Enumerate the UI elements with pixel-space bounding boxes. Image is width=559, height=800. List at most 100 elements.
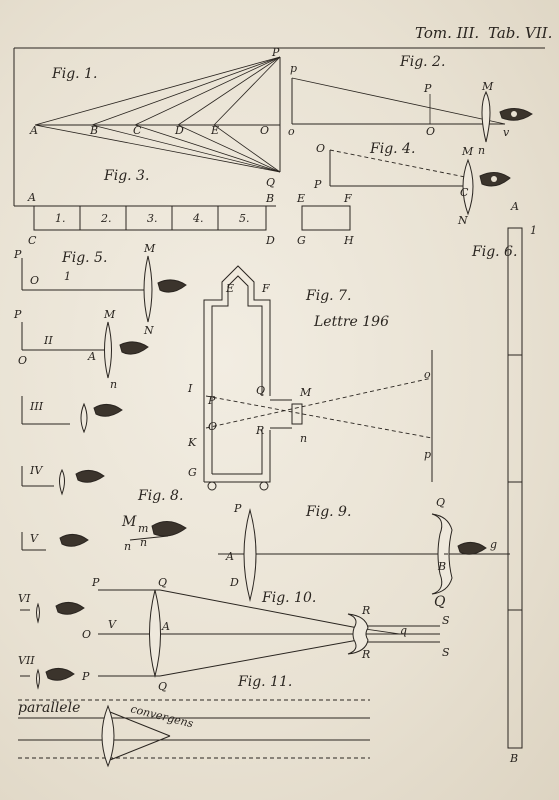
figure-8: Fig. 8. M m n n — [121, 488, 187, 553]
svg-text:o: o — [424, 368, 431, 381]
svg-text:Q: Q — [436, 496, 445, 509]
eye-icon — [55, 602, 85, 615]
figure-2: Fig. 2. p P M o O n v — [288, 54, 533, 157]
svg-text:q: q — [400, 624, 407, 637]
svg-text:B: B — [89, 124, 98, 137]
svg-text:M: M — [299, 386, 312, 399]
eye-icon — [157, 279, 187, 293]
figure-10: Fig. 10. Fig. 11. P Q O V A P Q R R q S … — [81, 576, 450, 693]
svg-text:O: O — [82, 628, 91, 641]
svg-text:S: S — [442, 646, 450, 659]
svg-text:M: M — [461, 145, 474, 158]
eye-icon — [457, 542, 487, 555]
fig2-title: Fig. 2. — [399, 54, 445, 70]
figure-VII: VII — [18, 654, 75, 690]
svg-text:C: C — [460, 186, 469, 199]
svg-text:K: K — [187, 436, 197, 449]
figure-VI: VI — [18, 592, 85, 624]
svg-text:II: II — [43, 334, 53, 347]
figure-III: III — [21, 396, 123, 434]
fig11-title: Fig. 11. — [237, 674, 292, 690]
svg-text:1.: 1. — [55, 212, 66, 225]
fig8-title: Fig. 8. — [137, 488, 183, 504]
svg-text:R: R — [361, 648, 370, 661]
svg-text:2.: 2. — [100, 212, 112, 225]
svg-text:p: p — [424, 448, 431, 461]
svg-text:Q: Q — [266, 176, 275, 189]
svg-text:m: m — [138, 522, 148, 535]
svg-text:n: n — [124, 540, 131, 553]
svg-text:P: P — [207, 394, 216, 407]
svg-text:V: V — [30, 532, 39, 545]
figure-bottom: parallele convergens — [18, 699, 370, 768]
figure-5: Fig. 5. P O 1 M N — [13, 242, 187, 337]
svg-text:M: M — [143, 242, 156, 255]
svg-text:p: p — [290, 62, 297, 75]
eye-icon — [151, 521, 187, 537]
fig9-title: Fig. 9. — [305, 504, 351, 520]
figure-1: Fig. 1. A B C D E O P Q — [29, 46, 281, 189]
svg-text:B: B — [509, 752, 518, 765]
svg-text:I: I — [187, 382, 193, 395]
svg-text:A: A — [225, 550, 234, 563]
svg-text:R: R — [255, 424, 264, 437]
fig1-title: Fig. 1. — [51, 66, 97, 82]
svg-text:4.: 4. — [192, 212, 204, 225]
svg-text:E: E — [210, 124, 219, 137]
svg-text:n: n — [110, 378, 117, 391]
svg-text:n: n — [140, 536, 147, 549]
svg-text:1: 1 — [530, 224, 537, 237]
svg-text:N: N — [457, 214, 468, 227]
fig3-title: Fig. 3. — [103, 168, 149, 184]
header-tome: Tom. III. — [415, 24, 479, 42]
figure-3: Fig. 3. 1. 2. 3. 4. 5. A B C D — [14, 168, 276, 247]
svg-text:R: R — [361, 604, 370, 617]
svg-text:Q: Q — [256, 384, 265, 397]
svg-text:1: 1 — [64, 270, 71, 283]
svg-text:V: V — [108, 618, 117, 631]
svg-text:O: O — [30, 274, 39, 287]
eye-icon — [119, 341, 149, 355]
svg-text:C: C — [133, 124, 142, 137]
svg-text:O: O — [260, 124, 269, 137]
svg-text:O: O — [18, 354, 27, 367]
eye-icon — [93, 404, 123, 417]
svg-text:S: S — [442, 614, 450, 627]
svg-text:g: g — [490, 538, 497, 551]
fig7-lettre: Lettre 196 — [313, 314, 389, 330]
svg-text:O: O — [316, 142, 325, 155]
figure-IV: IV — [21, 464, 105, 496]
figure-4: Fig. 4. O P M C N E F G H — [296, 141, 511, 247]
svg-text:v: v — [503, 126, 510, 139]
svg-text:Q: Q — [158, 680, 167, 693]
figure-7: Fig. 7. Lettre 196 E F I P O K G Q R M n… — [187, 265, 433, 491]
svg-text:5.: 5. — [239, 212, 250, 225]
fig6-title: Fig. 6. — [471, 244, 517, 260]
eye-icon — [499, 108, 533, 121]
header-tab: Tab. VII. — [488, 24, 552, 42]
svg-text:D: D — [265, 234, 275, 247]
svg-text:P: P — [91, 576, 100, 589]
eye-icon — [479, 172, 511, 187]
svg-text:D: D — [229, 576, 239, 589]
convergens-label: convergens — [129, 702, 195, 730]
svg-text:A: A — [87, 350, 96, 363]
svg-text:n: n — [478, 144, 485, 157]
figure-II: P II O A M n — [13, 308, 149, 391]
fig5-title: Fig. 5. — [61, 250, 107, 266]
svg-text:M: M — [103, 308, 116, 321]
svg-text:P: P — [313, 178, 322, 191]
svg-text:F: F — [343, 192, 352, 205]
svg-text:N: N — [143, 324, 154, 337]
svg-text:III: III — [29, 400, 44, 413]
svg-text:Q: Q — [434, 594, 446, 610]
svg-text:P: P — [13, 248, 22, 261]
svg-text:O: O — [426, 125, 435, 138]
svg-text:D: D — [174, 124, 184, 137]
svg-text:H: H — [343, 234, 354, 247]
svg-text:IV: IV — [29, 464, 43, 477]
svg-text:Q: Q — [158, 576, 167, 589]
svg-text:E: E — [225, 282, 234, 295]
